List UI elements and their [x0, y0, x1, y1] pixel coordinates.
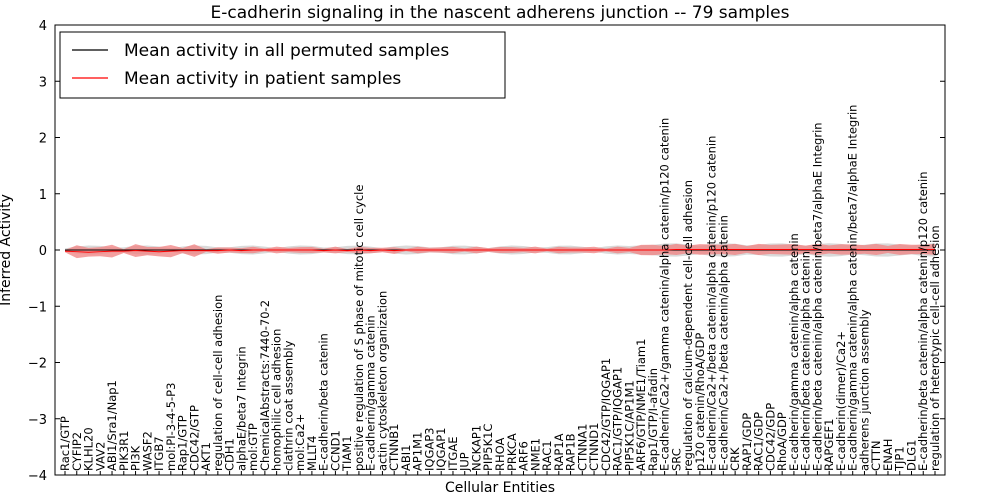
x-tick-label: CRK: [728, 447, 742, 471]
x-tick-label: CYFIP2: [70, 432, 84, 471]
x-tick-label: DLG1: [904, 440, 918, 472]
x-tick-label: E-cadherin/beta catenin/alpha catenin: [799, 251, 813, 471]
x-tick-label: CDH1: [223, 438, 237, 471]
x-tick-label: NCKAP1: [469, 425, 483, 471]
x-tick-label: homophilic cell adhesion: [270, 329, 284, 471]
x-tick-label: WASF2: [140, 431, 154, 471]
x-tick-label: mol:GTP: [246, 423, 260, 471]
x-tick-label: CDC42/GTP/IQGAP1: [599, 358, 613, 471]
x-tick-label: PIK3R1: [117, 431, 131, 472]
x-tick-label: PI3K: [129, 445, 143, 471]
x-tick-label: ITGB7: [152, 436, 166, 471]
band-patient: [65, 243, 935, 259]
x-tick-label: Rac1/GTP: [58, 416, 72, 471]
x-tick-label: IQGAP3: [422, 428, 436, 471]
legend-label-patient: Mean activity in patient samples: [124, 69, 401, 89]
x-tick-label: E-cadherin/gamma catenin: [364, 315, 378, 471]
x-tick-label: E-cadherin/Ca2+/gamma catenin/alpha cate…: [658, 118, 672, 471]
x-tick-label: p120 catenin/RhoA/GDP: [693, 333, 707, 471]
x-tick-label: ITGAE: [446, 437, 460, 471]
x-axis: Rac1/GTPCYFIP2KLHL20VAV2ABI1/Sra1/Nap1PI…: [58, 105, 942, 475]
x-tick-label: RAC1/GTP/IQGAP1: [611, 367, 625, 471]
x-tick-label: regulation of cell-cell adhesion: [211, 295, 225, 471]
legend-box: [59, 31, 506, 99]
legend: Mean activity in all permuted samples Me…: [59, 31, 506, 99]
x-tick-label: RAP1B: [564, 433, 578, 471]
x-tick-label: ENAH: [881, 439, 895, 471]
y-tick-label: −2: [28, 357, 47, 372]
x-tick-label: ABI1: [399, 445, 413, 471]
x-tick-label: CCND1: [328, 430, 342, 471]
y-tick-label: −1: [28, 300, 47, 315]
x-tick-label: ARF6: [517, 441, 531, 471]
x-tick-label: actin cytoskeleton organization: [375, 291, 389, 471]
x-tick-label: Rap1/GTP/I-afadin: [646, 368, 660, 471]
x-tick-label: AKT1: [199, 442, 213, 471]
y-tick-label: 4: [39, 19, 47, 34]
x-tick-label: CTTN: [869, 441, 883, 471]
x-tick-label: adherens junction assembly: [857, 309, 871, 471]
x-tick-label: AP1M1: [411, 432, 425, 471]
x-tick-label: NME1: [528, 438, 542, 471]
series-line-patient: [64, 248, 935, 253]
x-tick-label: SRC: [669, 448, 683, 471]
x-tick-label: VAV2: [93, 442, 107, 471]
x-tick-label: ABI1/Sra1/Nap1: [105, 380, 119, 471]
x-tick-label: RAP1/GDP: [740, 413, 754, 471]
y-tick-label: 1: [39, 188, 47, 203]
chart-title: E-cadherin signaling in the nascent adhe…: [211, 3, 790, 23]
x-tick-label: PIP5K1C: [481, 424, 495, 471]
x-tick-label: RAC1/GDP: [752, 412, 766, 471]
x-tick-label: CTNNA1: [575, 424, 589, 471]
x-tick-label: clathrin coat assembly: [281, 340, 295, 471]
x-tick-label: MLLT4: [305, 436, 319, 472]
x-tick-label: RHOA: [493, 438, 507, 471]
legend-label-permuted: Mean activity in all permuted samples: [124, 41, 449, 61]
y-tick-label: 3: [39, 75, 47, 90]
x-tick-label: E-cadherin(dimer)/Ca2+: [834, 331, 848, 471]
x-tick-label: RhoA/GDP: [775, 412, 789, 471]
x-tick-label: mol:Ca2+: [293, 414, 307, 471]
x-tick-label: CTNND1: [587, 423, 601, 471]
y-tick-label: −4: [28, 469, 47, 484]
y-tick-label: 0: [39, 244, 47, 259]
x-tick-label: RAP1A: [552, 433, 566, 471]
x-tick-label: E-cadherin/beta catenin/alpha catenin/be…: [810, 122, 824, 471]
x-tick-label: alphaE/beta7 Integrin: [234, 346, 248, 471]
x-tick-label: TIAM1: [340, 435, 354, 472]
y-axis: −4 −3 −2 −1 0 1 2 3 4: [28, 19, 945, 484]
x-tick-label: PIP5K1C/AP1M1: [622, 380, 636, 471]
x-tick-label: JUP: [458, 452, 472, 472]
y-tick-label: −3: [28, 413, 47, 428]
y-tick-label: 2: [39, 132, 47, 147]
x-tick-label: mol:PI-3-4-5-P3: [164, 383, 178, 471]
x-tick-label: RAC1: [540, 440, 554, 471]
x-tick-label: E-cadherin/Ca2+/beta catenin/alpha caten…: [705, 136, 719, 471]
x-tick-label: positive regulation of S phase of mitoti…: [352, 185, 366, 471]
x-tick-label: ChemicalAbstracts:7440-70-2: [258, 300, 272, 471]
x-tick-label: ARF6/GTP/NME1/Tiam1: [634, 339, 648, 471]
x-tick-label: RAPGEF1: [822, 419, 836, 471]
x-tick-label: E-cadherin/gamma catenin/alpha catenin/b…: [846, 105, 860, 471]
x-axis-label: Cellular Entities: [445, 480, 555, 496]
x-tick-label: PRKCA: [505, 433, 519, 471]
x-tick-label: E-cadherin/beta catenin/alpha catenin/p1…: [916, 172, 930, 472]
x-tick-label: TJP1: [893, 446, 907, 472]
y-axis-label: Inferred Activity: [0, 194, 14, 306]
x-tick-label: KLHL20: [82, 427, 96, 471]
x-tick-label: E-cadherin/beta catenin: [317, 333, 331, 471]
x-tick-label: Rap1/GTP: [176, 415, 190, 471]
x-tick-label: CDC42/GDP: [763, 403, 777, 471]
x-tick-label: E-cadherin/Ca2+/beta catenin/alpha caten…: [716, 215, 730, 471]
x-tick-label: regulation of calcium-dependent cell-cel…: [681, 180, 695, 471]
series-lines: [64, 248, 935, 253]
x-tick-label: IQGAP1: [434, 428, 448, 471]
x-tick-label: regulation of heterotypic cell-cell adhe…: [928, 225, 942, 471]
x-tick-label: E-cadherin/gamma catenin/alpha catenin: [787, 233, 801, 471]
x-tick-label: CTNNB1: [387, 424, 401, 471]
x-tick-label: CDC42/GTP: [187, 405, 201, 471]
